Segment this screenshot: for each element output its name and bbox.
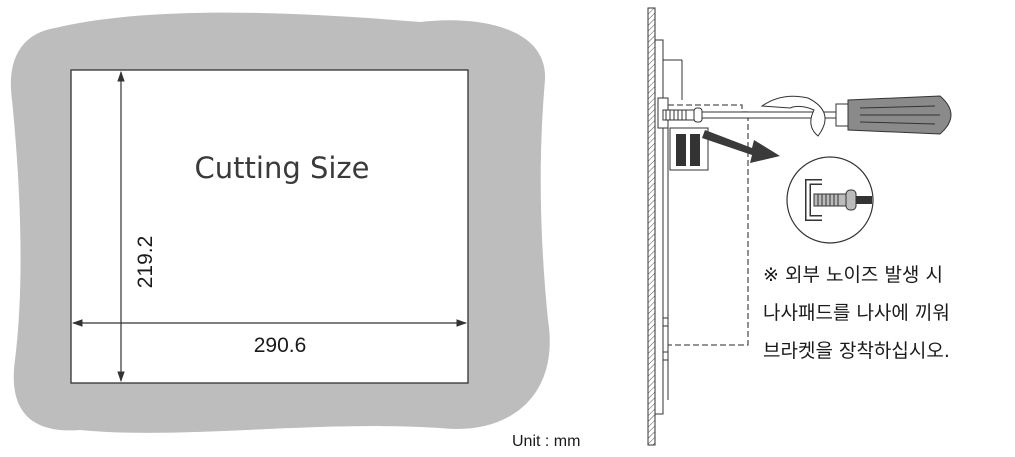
screwdriver-icon — [701, 95, 952, 135]
detail-pointer-arrow — [702, 130, 780, 163]
wall-panel — [647, 7, 656, 446]
note-line-3: 브라켓을 장착하십시오. — [763, 340, 950, 362]
width-dimension-value: 290.6 — [254, 334, 307, 357]
unit-front-bezel — [654, 39, 664, 415]
note-line-2: 나사패드를 나사에 끼워 — [763, 302, 950, 324]
installation-side-view: ※ 외부 노이즈 발생 시 나사패드를 나사에 끼워 브라켓을 장착하십시오. — [647, 7, 952, 446]
bracket-block — [669, 127, 709, 171]
screw-pad-detail — [786, 156, 874, 244]
note-line-1: ※ 외부 노이즈 발생 시 — [763, 264, 943, 286]
mount-screw — [662, 107, 703, 123]
unit-label: Unit : mm — [512, 433, 580, 450]
cutout-area — [70, 69, 469, 384]
height-dimension-value: 219.2 — [134, 236, 157, 289]
rotation-arrow-icon — [760, 95, 826, 137]
cutting-size-title: Cutting Size — [195, 151, 370, 185]
panel-cutout-drawing: Cutting Size 219.2 290.6 — [10, 12, 550, 433]
